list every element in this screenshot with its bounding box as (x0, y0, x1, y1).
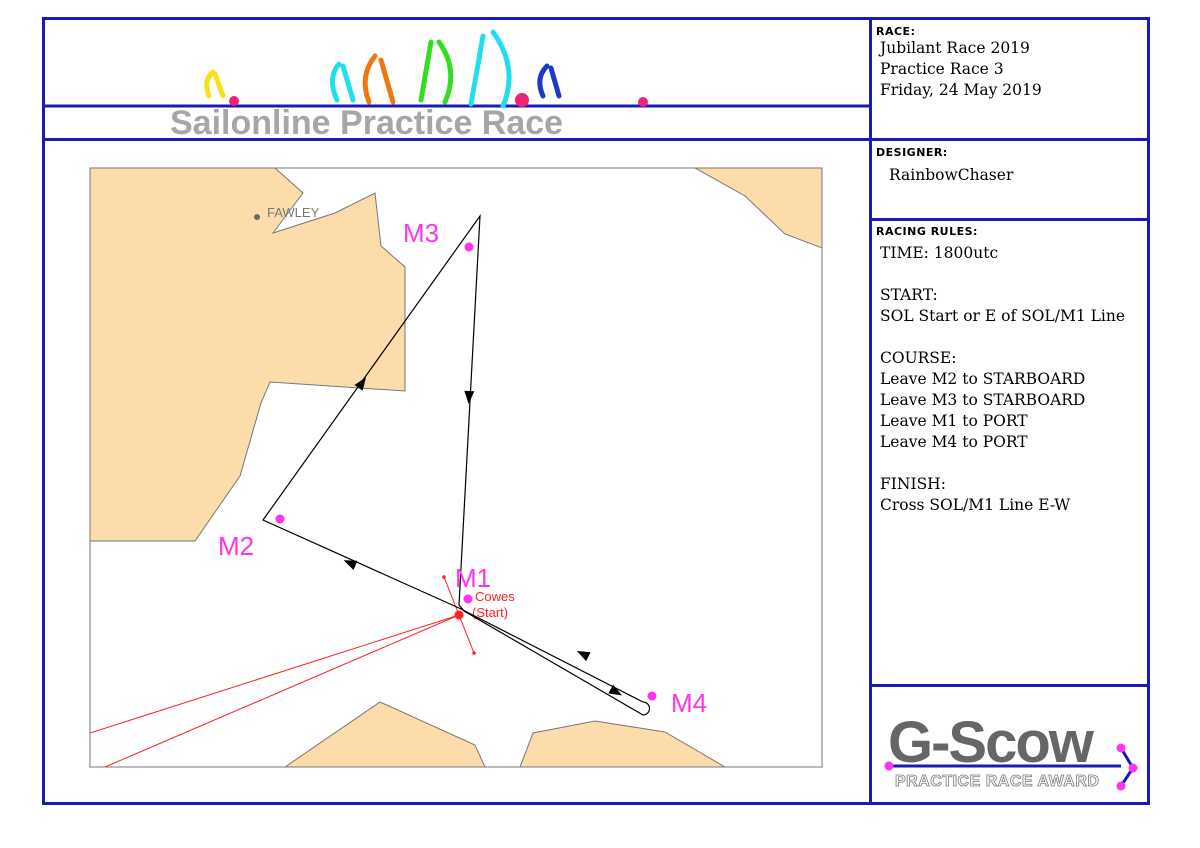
rules-course-item: Leave M4 to PORT (880, 433, 1028, 451)
yellow-sail-icon (204, 69, 216, 99)
map-land (90, 168, 822, 767)
award-subtitle: PRACTICE RACE AWARD (895, 773, 1099, 790)
award-title: G-Scow (888, 710, 1095, 775)
rules-time: TIME: 1800utc (880, 244, 999, 262)
mark-labels: M1 M2 M3 M4 (218, 218, 707, 718)
rules-label: RACING RULES: (876, 225, 978, 238)
arrow-icon (576, 650, 591, 662)
rules-course-item: Leave M2 to STARBOARD (880, 370, 1086, 388)
cyan-tall-sail-icon (468, 33, 486, 107)
start-label-start: (Start) (472, 605, 508, 620)
arrow-icon (464, 390, 475, 404)
fawley-dot (254, 214, 260, 220)
land-east-shore (693, 168, 822, 249)
course-map: FAWLEY Cowes (Start) (45, 141, 869, 802)
mark-m2-label: M2 (218, 531, 254, 561)
sail-icons (204, 29, 562, 109)
rules-text: TIME: 1800utc START: SOL Start or E of S… (880, 243, 1125, 516)
header-divider (45, 138, 869, 141)
course-map-svg: FAWLEY Cowes (Start) (89, 167, 823, 768)
designer-label: DESIGNER: (876, 146, 948, 159)
banner-dot-icon (229, 96, 239, 106)
mark-m3-label: M3 (403, 218, 439, 248)
start-label-cowes: Cowes (475, 589, 515, 604)
banner-dot-icon (638, 97, 648, 107)
course-arrows (343, 377, 623, 696)
land-south-west (284, 701, 486, 767)
mark-m1-dot (463, 594, 473, 604)
arrow-icon (354, 377, 367, 391)
mark-m4-label: M4 (671, 688, 707, 718)
race-label: RACE: (876, 25, 916, 38)
land-south-east (519, 720, 726, 767)
rules-finish-heading: FINISH: (880, 475, 946, 493)
start-point (454, 610, 464, 620)
rules-course-heading: COURSE: (880, 349, 957, 367)
banner-graphic: Sailonline Practice Race (45, 29, 869, 142)
rules-start-text: SOL Start or E of SOL/M1 Line (880, 307, 1126, 325)
race-divider (872, 138, 1150, 141)
start-lines (90, 576, 475, 767)
poster-frame (42, 17, 1150, 805)
mark-m3-dot (464, 242, 474, 252)
designer-divider (872, 218, 1150, 221)
mark-m1-label: M1 (455, 563, 491, 593)
rules-course-item: Leave M3 to STARBOARD (880, 391, 1086, 409)
mark-m4-dot (647, 691, 657, 701)
race-date: Friday, 24 May 2019 (880, 81, 1042, 99)
mark-m2-dot (275, 514, 285, 524)
fawley-label: FAWLEY (267, 205, 320, 220)
course-route (262, 213, 651, 716)
designer-name: RainbowChaser (889, 166, 1014, 184)
race-name: Jubilant Race 2019 (880, 39, 1030, 57)
award-logo-svg: G-Scow PRACTICE RACE AWARD (884, 710, 1138, 791)
rules-divider (872, 684, 1150, 687)
banner: Sailonline Practice Race (45, 20, 869, 142)
rules-finish-text: Cross SOL/M1 Line E-W (880, 496, 1071, 514)
green-sail-icon (418, 39, 434, 103)
arrow-icon (608, 684, 623, 696)
rules-start-heading: START: (880, 286, 938, 304)
cyan-sail-icon (330, 61, 342, 103)
course-marks (275, 242, 657, 701)
rules-course-item: Leave M1 to PORT (880, 412, 1028, 430)
blue-sail-icon (537, 63, 550, 99)
banner-dot-icon (515, 93, 529, 107)
land-west-shore (90, 168, 406, 542)
column-divider (869, 17, 872, 805)
race-subtitle: Practice Race 3 (880, 60, 1004, 78)
orange-sail-icon (362, 53, 378, 105)
arrow-icon (343, 560, 358, 571)
award-logo: G-Scow PRACTICE RACE AWARD (875, 690, 1147, 802)
banner-title: Sailonline Practice Race (170, 104, 563, 138)
